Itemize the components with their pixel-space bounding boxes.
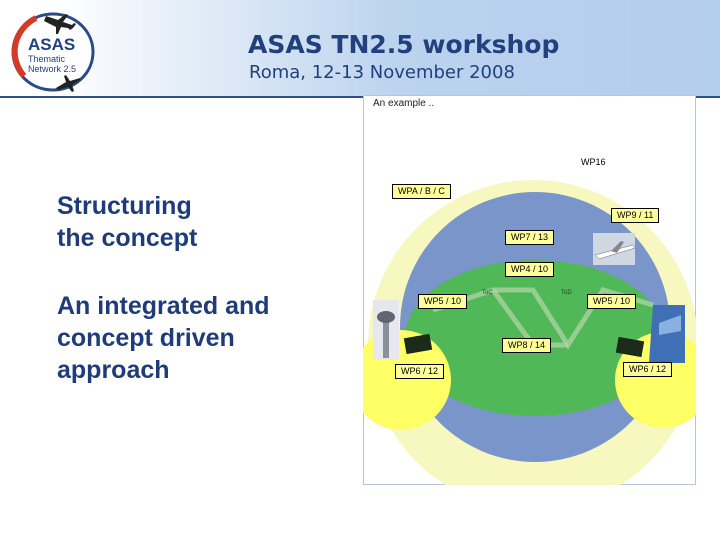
workshop-title: ASAS TN2.5 workshop: [248, 30, 560, 59]
svg-text:Network 2.5: Network 2.5: [28, 64, 76, 74]
heading-line: approach: [57, 356, 170, 384]
label-wp4-10: WP4 / 10: [505, 262, 555, 277]
diagram-caption: An example ..: [373, 98, 435, 109]
airplane-icon: [56, 75, 80, 92]
airport-sign-icon: [649, 305, 685, 363]
concept-diagram: [363, 95, 696, 485]
label-wp9-11: WP9 / 11: [611, 208, 660, 223]
asas-logo: ASAS Thematic Network 2.5: [11, 12, 95, 92]
radar-display-icon: [403, 333, 645, 358]
heading-line: Structuring: [57, 192, 192, 220]
label-toc: ToC: [482, 290, 493, 296]
label-wp8-14: WP8 / 14: [502, 338, 552, 353]
airplane-icon: [44, 14, 76, 34]
header-divider: [0, 96, 720, 98]
heading-integrated-approach: An integrated and concept driven approac…: [57, 290, 347, 386]
aircraft-image: [593, 233, 636, 265]
label-wp5-10-right: WP5 / 10: [587, 294, 637, 309]
label-wp6-12-left: WP6 / 12: [395, 364, 445, 379]
label-wp5-10-left: WP5 / 10: [418, 294, 468, 309]
header-banner: [0, 0, 720, 97]
trajectory-arc: [432, 287, 654, 350]
svg-text:ASAS: ASAS: [28, 35, 75, 54]
label-wp6-12-right: WP6 / 12: [623, 362, 673, 377]
workshop-date-location: Roma, 12-13 November 2008: [249, 62, 515, 83]
label-wp7-13: WP7 / 13: [505, 230, 555, 245]
control-tower-icon: [373, 300, 399, 360]
heading-structuring: Structuring the concept: [57, 190, 337, 254]
label-wp16: WP16: [581, 157, 606, 167]
heading-line: An integrated and: [57, 292, 270, 320]
svg-text:Thematic: Thematic: [28, 54, 66, 64]
label-tod: ToD: [561, 290, 572, 296]
heading-line: the concept: [57, 224, 198, 252]
label-wpa-b-c: WPA / B / C: [392, 184, 451, 199]
heading-line: concept driven: [57, 324, 235, 352]
